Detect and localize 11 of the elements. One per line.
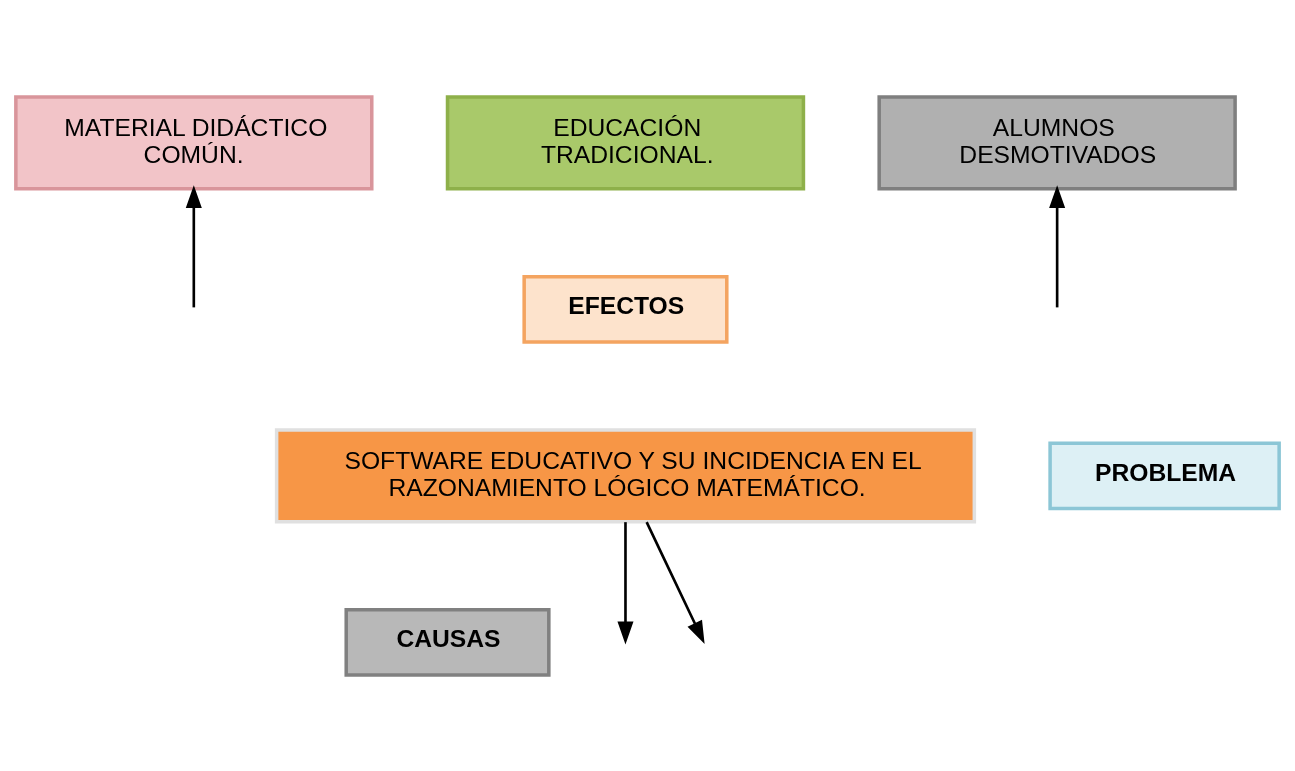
arrow bbox=[645, 521, 705, 644]
node-box: ALUMNOS DESMOTIVADOS bbox=[877, 94, 1237, 190]
arrow bbox=[617, 521, 634, 644]
node-box: PROBLEMA bbox=[1048, 441, 1281, 510]
node-box: CAUSAS bbox=[344, 607, 551, 677]
node-box: EDUCACIÓN TRADICIONAL. bbox=[445, 94, 806, 190]
node-box: EFECTOS bbox=[522, 274, 729, 344]
node-box: SOFTWARE EDUCATIVO Y SU INCIDENCIA EN EL RAZONAMIENTO LÓGICO MATEMÁTICO. bbox=[274, 427, 977, 523]
arrow bbox=[1049, 184, 1066, 307]
node-box: MATERIAL DIDÁCTICO COMÚN. bbox=[14, 94, 374, 190]
arrow bbox=[185, 184, 202, 307]
